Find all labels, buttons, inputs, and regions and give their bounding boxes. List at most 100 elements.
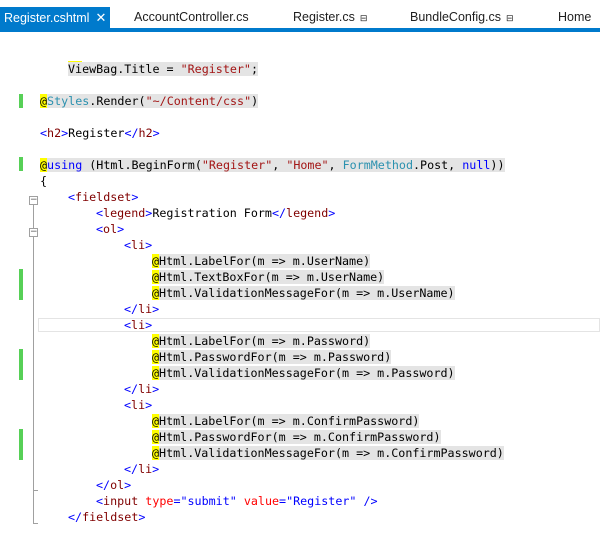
code-line: { [40, 173, 47, 189]
code-tag: ol [110, 478, 125, 492]
code-line: @Html.PasswordFor(m => m.Password) [152, 349, 392, 365]
code-bracket: > [152, 126, 160, 140]
fold-guide [33, 237, 34, 523]
tab-bar: Register.cshtml ✕ AccountController.cs Re… [0, 0, 600, 28]
change-indicator [19, 94, 23, 108]
code-attr-value: "submit" [180, 494, 237, 508]
razor-at: @ [152, 270, 160, 284]
code-razor-expr: @Html.TextBoxFor(m => m.UserName) [152, 270, 385, 284]
code-tag: ol [103, 222, 118, 236]
code-tag: fieldset [82, 510, 139, 524]
tab-accountcontroller-cs[interactable]: AccountController.cs [134, 7, 249, 28]
preview-pin-icon[interactable]: ⊟ [359, 13, 368, 23]
code-string: "Register" [180, 62, 251, 76]
razor-at: @ [152, 254, 160, 268]
code-string: "Register" [201, 158, 273, 172]
code-token: )) [490, 158, 505, 172]
razor-at: @ [152, 366, 160, 380]
code-bracket: = [279, 494, 287, 508]
code-razor-expr: @Html.PasswordFor(m => m.Password) [152, 350, 392, 364]
razor-at: @ [40, 158, 48, 172]
code-attr: value [243, 494, 280, 508]
code-line: </li> [124, 302, 160, 316]
code-brace: { [40, 174, 48, 188]
code-token: ViewBag.Title = [68, 62, 181, 76]
code-token: , [328, 158, 343, 172]
code-line: @Html.ValidationMessageFor(m => m.UserNa… [152, 285, 455, 301]
tab-label: AccountController.cs [134, 10, 249, 24]
collapse-ol-icon[interactable]: − [29, 227, 38, 237]
code-token: Html.TextBoxFor(m => m.UserName) [159, 270, 385, 284]
tab-home[interactable]: Home [558, 7, 591, 28]
preview-pin-icon[interactable]: ⊟ [506, 13, 514, 23]
razor-at: @ [152, 414, 160, 428]
code-line: @Html.LabelFor(m => m.UserName) [152, 253, 371, 269]
tab-register-cshtml[interactable]: Register.cshtml ✕ [0, 7, 111, 28]
code-bracket: > [61, 126, 69, 140]
code-razor-expr: @Html.ValidationMessageFor(m => m.UserNa… [152, 286, 455, 300]
close-icon[interactable]: ✕ [95, 10, 107, 25]
change-indicator [19, 429, 23, 460]
code-line: </ol> [96, 478, 132, 492]
tab-strip-underline [0, 28, 600, 32]
change-indicator [19, 269, 23, 300]
code-line: @Html.PasswordFor(m => m.ConfirmPassword… [152, 429, 441, 445]
collapse-fieldset-icon[interactable]: − [29, 195, 38, 205]
code-tag: li [138, 302, 153, 316]
razor-at: @ [152, 350, 160, 364]
code-token: Html.ValidationMessageFor(m => m.Passwor… [159, 366, 455, 380]
code-token: Html.ValidationMessageFor(m => m.Confirm… [159, 446, 504, 460]
code-token: ; [250, 62, 259, 76]
change-indicator [19, 349, 23, 380]
code-razor-expr: @Html.LabelFor(m => m.ConfirmPassword) [152, 414, 420, 428]
code-line: </li> [124, 462, 160, 476]
code-token: Html.LabelFor(m => m.UserName) [159, 254, 371, 268]
code-bracket: </ [124, 126, 139, 140]
code-tag: li [131, 318, 146, 332]
razor-at: @ [152, 286, 160, 300]
current-line-highlight [38, 318, 600, 332]
code-razor-expr: @Html.LabelFor(m => m.UserName) [152, 254, 371, 268]
tab-label: Register.cshtml [4, 11, 90, 25]
code-line: @Html.ValidationMessageFor(m => m.Confir… [152, 445, 504, 461]
code-razor-expr: @Html.PasswordFor(m => m.ConfirmPassword… [152, 430, 441, 444]
razor-at: @ [152, 334, 160, 348]
code-line: @Styles.Render("~/Content/css") [40, 93, 259, 109]
razor-at: @ [152, 430, 160, 444]
code-line: <li> [124, 318, 153, 332]
code-tag: input [103, 494, 139, 508]
code-tag: fieldset [75, 190, 132, 204]
tab-bundleconfig-cs[interactable]: BundleConfig.cs ⊟ [410, 7, 514, 28]
code-razor-expr: @Html.LabelFor(m => m.Password) [152, 334, 371, 348]
code-keyword: using [47, 158, 83, 172]
code-token: .Render( [89, 94, 146, 108]
code-attr-value: "Register" [286, 494, 357, 508]
tab-register-cs[interactable]: Register.cs ⊟ [293, 7, 367, 28]
code-token: .Post, [413, 158, 463, 172]
code-line: <input type="submit" value="Register" /> [96, 494, 378, 508]
fold-guide [33, 205, 34, 228]
code-editor[interactable]: − − @{ ViewBag.Title = "Register"; } @St… [0, 32, 600, 541]
code-text: Register [68, 126, 125, 140]
code-token: ) [251, 94, 259, 108]
code-razor-expr: @Html.ValidationMessageFor(m => m.Confir… [152, 446, 504, 460]
code-line: <li> [124, 238, 153, 252]
code-tag: h2 [47, 126, 62, 140]
code-line: <ol> [96, 222, 125, 236]
code-line: @Html.LabelFor(m => m.Password) [152, 333, 371, 349]
code-line: ViewBag.Title = "Register"; [68, 61, 259, 77]
code-line: </fieldset> [68, 510, 146, 524]
tab-label: Home [558, 10, 592, 24]
tab-label: BundleConfig.cs [410, 10, 502, 24]
code-line: <legend>Registration Form</legend> [96, 206, 336, 220]
change-indicator [19, 157, 23, 171]
code-token: (Html.BeginForm( [82, 158, 202, 172]
code-token: Html.LabelFor(m => m.Password) [159, 334, 371, 348]
code-line: <h2>Register</h2> [40, 125, 160, 141]
tab-label: Register.cs [293, 10, 355, 24]
code-tag: li [138, 382, 153, 396]
code-token: Html.PasswordFor(m => m.Password) [159, 350, 392, 364]
code-line: @using (Html.BeginForm("Register", "Home… [40, 157, 505, 173]
code-tag: li [131, 238, 146, 252]
code-attr: type [145, 494, 174, 508]
